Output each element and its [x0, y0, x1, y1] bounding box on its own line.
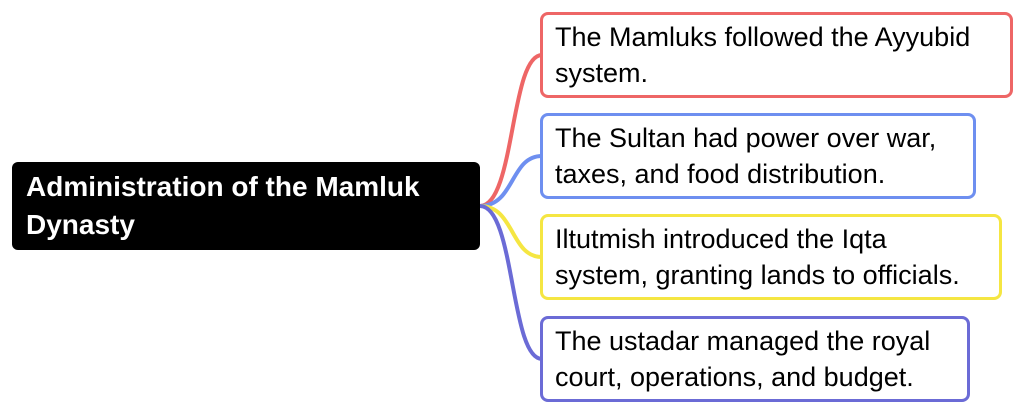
subtopic-node[interactable]: The Mamluks followed the Ayyubid system. — [540, 12, 1013, 98]
root-topic-label: Administration of the Mamluk Dynasty — [26, 171, 420, 240]
connector-line — [478, 204, 544, 361]
subtopic-label: The Sultan had power over war, taxes, an… — [555, 123, 937, 189]
subtopic-node[interactable]: The Sultan had power over war, taxes, an… — [540, 113, 976, 199]
connector-line — [478, 154, 544, 208]
connector-line — [478, 53, 544, 208]
subtopic-label: The Mamluks followed the Ayyubid system. — [555, 22, 971, 88]
connector-line — [478, 204, 544, 259]
subtopic-node[interactable]: The ustadar managed the royal court, ope… — [540, 316, 970, 402]
subtopic-label: The ustadar managed the royal court, ope… — [555, 326, 931, 392]
root-topic-node[interactable]: Administration of the Mamluk Dynasty — [12, 162, 480, 250]
subtopic-node[interactable]: Iltutmish introduced the Iqta system, gr… — [540, 214, 1002, 300]
subtopic-label: Iltutmish introduced the Iqta system, gr… — [555, 224, 960, 290]
